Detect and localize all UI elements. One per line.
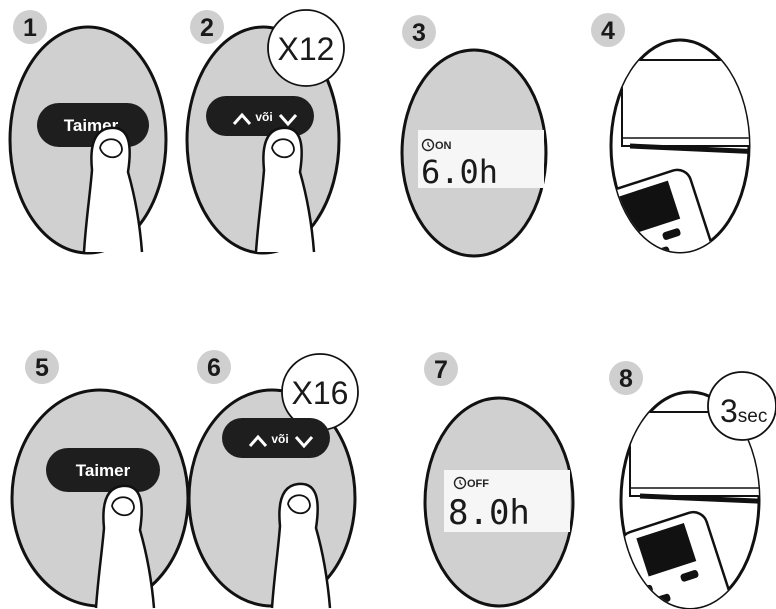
timer-mode: ON — [435, 140, 452, 152]
step-2: 2 X12 või — [187, 10, 344, 253]
timer-button-label: Taimer — [76, 461, 131, 480]
step-8: 8 3sec — [609, 361, 776, 609]
or-label: või — [271, 432, 288, 446]
hold-unit: sec — [738, 406, 768, 427]
timer-value: 8.0h — [448, 493, 530, 533]
step-2-number: 2 — [200, 14, 214, 42]
step-3-number: 3 — [412, 19, 426, 47]
repeat-count: X16 — [292, 375, 349, 411]
timer-value: 6.0h — [421, 153, 498, 191]
step-4: 4 — [591, 13, 762, 290]
step-6: 6 X16 või — [189, 350, 358, 608]
step-6-number: 6 — [207, 354, 221, 382]
step-4-number: 4 — [601, 17, 615, 45]
step-7-number: 7 — [434, 356, 448, 384]
hold-digit: 3 — [720, 393, 738, 429]
timer-mode: OFF — [467, 478, 489, 490]
step-7: 7 OFF 8.0h — [424, 352, 573, 606]
step-1-number: 1 — [23, 14, 37, 42]
step-5-number: 5 — [35, 354, 49, 382]
step-3: 3 ON 6.0h — [402, 15, 546, 256]
or-label: või — [255, 110, 272, 124]
indoor-unit-icon — [622, 60, 762, 152]
step-8-number: 8 — [619, 365, 633, 393]
repeat-count: X12 — [278, 31, 335, 67]
step-5: 5 Taimer — [12, 350, 188, 608]
step-1: 1 Taimer — [10, 10, 166, 253]
